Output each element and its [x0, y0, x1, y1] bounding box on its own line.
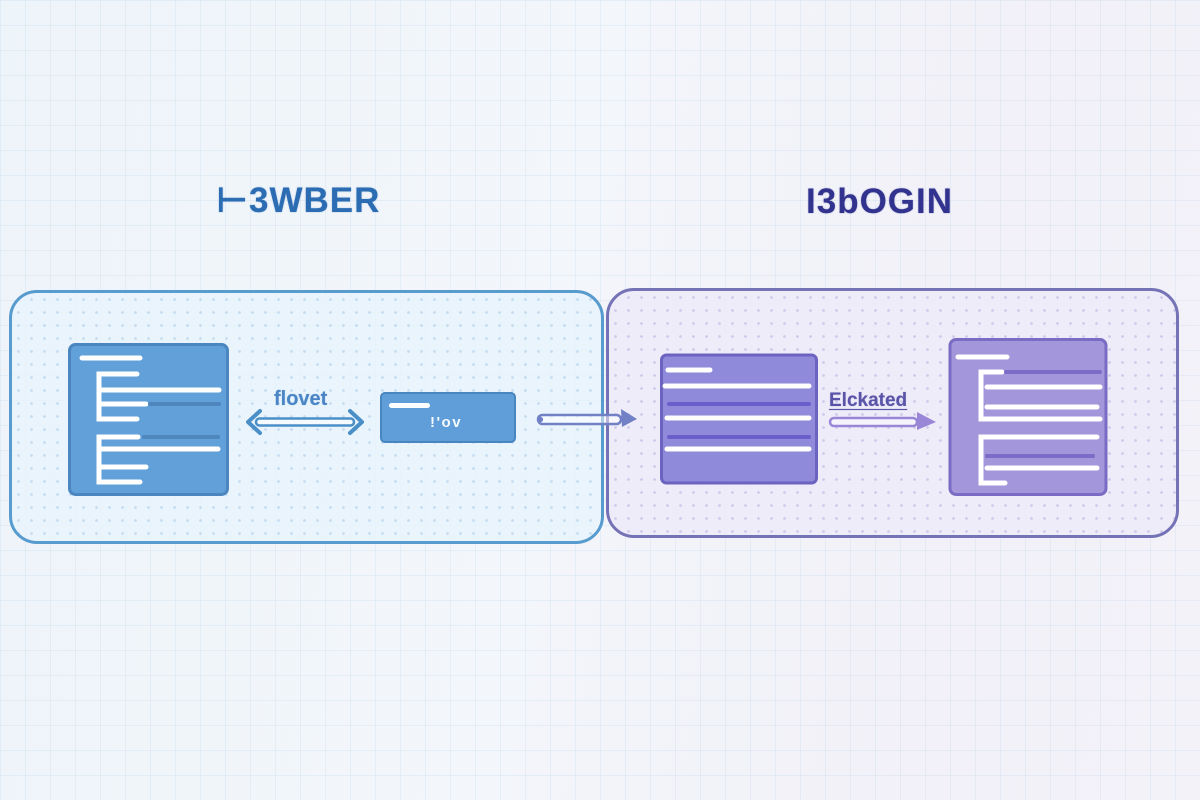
code-block-icon-right — [948, 338, 1108, 496]
mini-box-line — [389, 403, 430, 408]
right-arrow-label: Elckated — [829, 390, 908, 411]
mini-code-box: !'ov — [380, 392, 516, 443]
right-section-title: I3bOGIN — [806, 182, 954, 221]
mini-box-label: !'ov — [430, 414, 463, 431]
left-arrow-label: flovet — [274, 388, 328, 410]
forward-arrow-icon — [828, 412, 936, 430]
code-block-icon-left — [68, 343, 229, 496]
bidirectional-arrow-icon — [246, 409, 364, 435]
document-icon-right — [660, 353, 818, 485]
connector-arrow-icon — [536, 409, 637, 427]
left-section-title: ⊢3WBER — [216, 181, 381, 220]
